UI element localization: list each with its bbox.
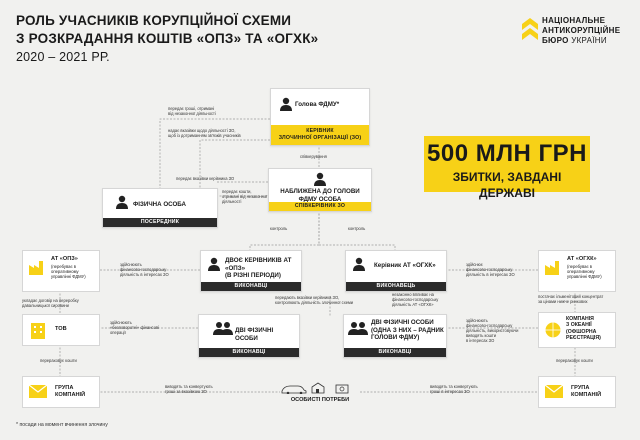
node-head-oghk-name: Керівник АТ «ОГХК» <box>374 262 436 269</box>
person-icon <box>208 257 220 271</box>
entity-group-right-name: ГРУПА КОМПАНІЙ <box>571 385 602 398</box>
two-persons-icon <box>348 322 368 335</box>
factory-icon <box>545 261 559 275</box>
title-years: 2020 – 2021 РР. <box>16 50 110 64</box>
label-transfer-right: перераховує кошти <box>556 358 593 363</box>
personal-needs: ОСОБИСТІ ПОТРЕБИ <box>278 378 362 404</box>
damage-amount: 500 МЛН ГРН <box>427 140 587 167</box>
label-control-left: контроль <box>270 226 288 231</box>
label-pass-instructions: передає вказівки керівника ЗО <box>176 176 235 181</box>
car-house-money-icon <box>281 382 349 394</box>
damage-caption: ЗБИТКИ, ЗАВДАНІ ДЕРЖАВІ <box>452 170 562 200</box>
person-icon <box>353 257 365 271</box>
node-head-oghk-role: ВИКОНАВЕЦЬ <box>346 282 446 291</box>
entity-opz: АТ «ОПЗ» (перебуває в оперативному управ… <box>22 250 100 292</box>
globe-icon <box>545 322 561 338</box>
label-illegal-influence: незаконно впливає на фінансово-господарс… <box>392 292 439 308</box>
node-close-role: СПІВКЕРІВНИК ЗО <box>269 202 371 211</box>
label-convert-right: виводять та конвертують гроші в інтереса… <box>430 384 478 395</box>
entity-oghk: АТ «ОГХК» (перебуває в оперативному упра… <box>538 250 616 292</box>
title-line-2: З РОЗКРАДАННЯ КОШТІВ «ОПЗ» ТА «ОГХК» <box>16 31 319 46</box>
entity-tov: ТОВ <box>22 314 100 346</box>
node-head-name: Голова ФДМУ* <box>295 101 340 108</box>
label-irrevocable-ops: здійснюють «безповоротні» фінансові опер… <box>110 320 159 336</box>
entity-tov-name: ТОВ <box>55 326 67 332</box>
logo-line-3b: УКРАЇНИ <box>571 36 607 45</box>
entity-group-left-name: ГРУПА КОМПАНІЙ <box>55 385 86 398</box>
entity-company-oceania: КОМПАНІЯ З ОКЕАНІЇ (ОФШОРНА РЕЄСТРАЦІЯ) <box>538 312 616 348</box>
entity-group-right: ГРУПА КОМПАНІЙ <box>538 376 616 408</box>
factory-icon <box>29 261 43 275</box>
logo-line-2: АНТИКОРУПЦІЙНЕ <box>542 26 621 35</box>
label-opz-activity: здійснюють фінансово-господарську діяльн… <box>120 262 169 278</box>
label-instructions: надає вказівки щодо діяльності ЗО, щоб і… <box>168 128 241 139</box>
node-two-individuals-left-name: ДВІ ФІЗИЧНІ ОСОБИ <box>235 327 274 342</box>
node-close-name: НАБЛИЖЕНА ДО ГОЛОВИ ФДМУ ОСОБА <box>280 188 360 203</box>
node-two-heads-name: ДВОЄ КЕРІВНИКІВ АТ «ОПЗ» (В РІЗНІ ПЕРІОД… <box>225 257 292 279</box>
envelope-icon <box>545 385 563 398</box>
label-supplies-ilmenite: постачає ільменітовий концентрат за ціна… <box>538 294 604 305</box>
node-two-heads-role: ВИКОНАВЦІ <box>201 282 301 291</box>
entity-opz-desc: (перебуває в оперативному управлінні ФДМ… <box>51 264 86 280</box>
label-transfer-left: перераховує кошти <box>40 358 77 363</box>
node-two-individuals-left: ДВІ ФІЗИЧНІ ОСОБИ ВИКОНАВЦІ <box>198 314 300 358</box>
person-icon <box>314 172 326 186</box>
label-transfer-funds: передає кошти, отримані від незаконної д… <box>222 189 268 205</box>
node-two-individuals-right: ДВІ ФІЗИЧНІ ОСОБИ (ОДНА З НИХ – РАДНИК Г… <box>343 314 447 358</box>
envelope-icon <box>29 385 47 398</box>
node-individual-name: ФІЗИЧНА ОСОБА <box>133 201 186 208</box>
label-co-management: співкерування <box>300 154 327 159</box>
title-line-1: РОЛЬ УЧАСНИКІВ КОРУПЦІЙНОЇ СХЕМИ <box>16 13 292 28</box>
node-two-heads-opz: ДВОЄ КЕРІВНИКІВ АТ «ОПЗ» (В РІЗНІ ПЕРІОД… <box>200 250 302 292</box>
footnote: * посади на момент вчинення злочину <box>16 422 108 428</box>
label-convert-left: виводять та конвертують гроші за вказівк… <box>165 384 213 395</box>
building-icon <box>31 323 45 339</box>
entity-opz-name: АТ «ОПЗ» <box>51 256 78 262</box>
person-icon <box>280 97 292 111</box>
entity-company-name: КОМПАНІЯ З ОКЕАНІЇ (ОФШОРНА РЕЄСТРАЦІЯ) <box>566 316 601 342</box>
label-oghk-activity: здійснює фінансово-господарську діяльніс… <box>466 262 515 278</box>
label-right-irrevocable: здійснюють фінансово-господарську діяльн… <box>466 318 519 344</box>
personal-needs-label: ОСОБИСТІ ПОТРЕБИ <box>290 397 350 403</box>
entity-group-left: ГРУПА КОМПАНІЙ <box>22 376 100 408</box>
node-individual: ФІЗИЧНА ОСОБА ПОСЕРЕДНИК <box>102 188 218 228</box>
damage-highlight: 500 МЛН ГРН ЗБИТКИ, ЗАВДАНІ ДЕРЖАВІ <box>424 136 590 200</box>
entity-oghk-desc: (перебуває в оперативному управлінні ФДМ… <box>567 264 602 280</box>
node-head-oghk: Керівник АТ «ОГХК» ВИКОНАВЕЦЬ <box>345 250 447 292</box>
label-processing-contract: укладає договір на переробку давальницьк… <box>22 298 79 309</box>
entity-oghk-name: АТ «ОГХК» <box>567 256 597 262</box>
node-two-individuals-left-role: ВИКОНАВЦІ <box>199 348 299 357</box>
label-transfer-money: передає гроші, отримані від незаконної д… <box>168 106 216 117</box>
node-close-person: НАБЛИЖЕНА ДО ГОЛОВИ ФДМУ ОСОБА СПІВКЕРІВ… <box>268 168 372 212</box>
label-pass-control: передають вказівки керівника ЗО, контрол… <box>275 295 354 306</box>
page-title: РОЛЬ УЧАСНИКІВ КОРУПЦІЙНОЇ СХЕМИ З РОЗКР… <box>16 12 318 66</box>
logo-line-3: БЮРО <box>542 36 569 45</box>
node-individual-role: ПОСЕРЕДНИК <box>103 218 217 227</box>
logo-line-1: НАЦІОНАЛЬНЕ <box>542 16 606 25</box>
node-head-role: КЕРІВНИК ЗЛОЧИННОЇ ОРГАНІЗАЦІЇ (ЗО) <box>271 125 369 145</box>
person-icon <box>116 195 128 209</box>
label-control-right: контроль <box>348 226 366 231</box>
node-two-individuals-right-name: ДВІ ФІЗИЧНІ ОСОБИ (ОДНА З НИХ – РАДНИК Г… <box>371 319 444 341</box>
two-persons-icon <box>213 322 233 335</box>
node-head-fdmu: Голова ФДМУ* КЕРІВНИК ЗЛОЧИННОЇ ОРГАНІЗА… <box>270 88 370 146</box>
node-two-individuals-right-role: ВИКОНАВЦІ <box>344 348 446 357</box>
nabu-logo-icon <box>522 18 538 40</box>
